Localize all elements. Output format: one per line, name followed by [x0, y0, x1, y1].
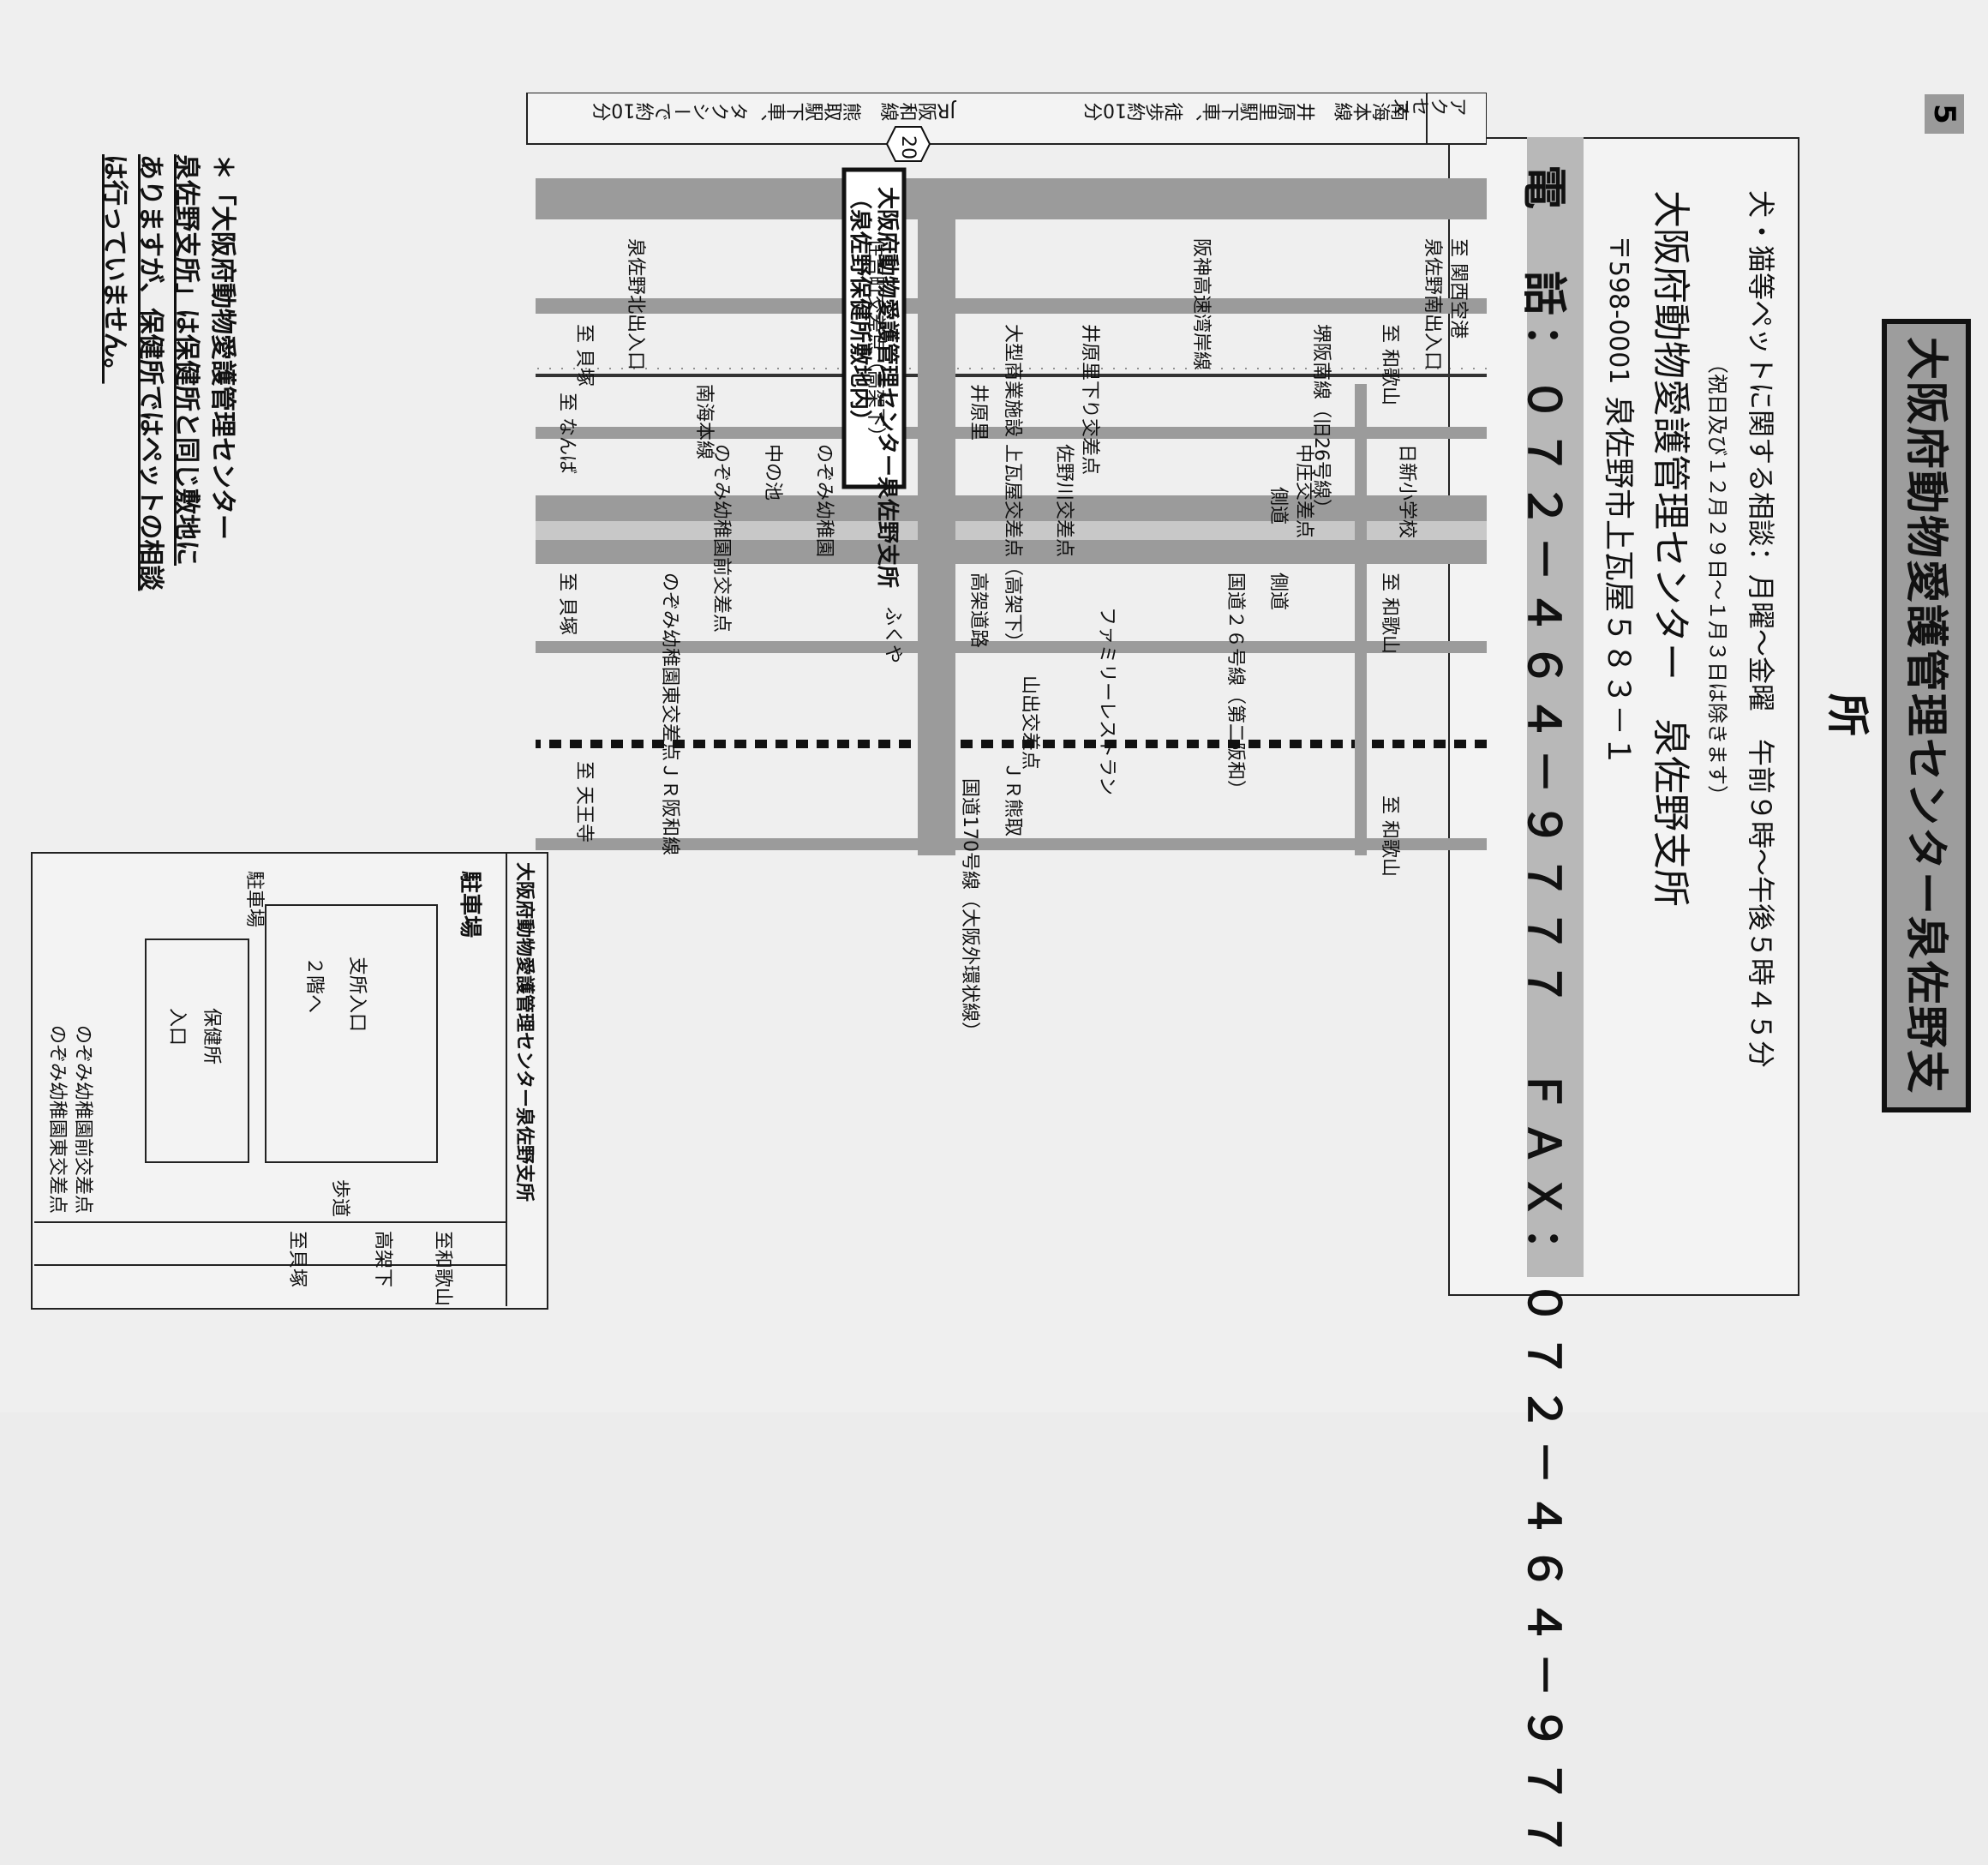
label-nankai: 南海本線 [693, 384, 715, 459]
label-yamade: 山出交差点 [1019, 675, 1040, 770]
detail-map: 大阪府動物愛護管理センター泉佐野支所 駐車場 駐車場 支所入口 ２階へ 保健所 … [31, 852, 548, 1310]
label-nakanoike: 中の池 [762, 444, 783, 501]
hokenjo-label: 保健所 [201, 1008, 222, 1064]
page: 5 大阪府動物愛護管理センター泉佐野支所 犬・猫等ペットに関する相談：月曜～金曜… [31, 93, 1971, 1865]
access-box [526, 93, 1487, 145]
access-map: アクセス 南海本線 井原里駅下車、徒歩約10分 JR阪和線 熊取駅下車、タクシー… [526, 93, 1487, 1040]
label-izumisano-kita: 泉佐野北出入口 [625, 238, 646, 370]
label-sakai-hannan: 堺阪南線（旧26号線） [1310, 324, 1332, 518]
label-hineshin: 日新小学校 [1396, 444, 1417, 538]
label-hanshin: 阪神高速湾岸線 [1190, 238, 1212, 370]
floor2-label: ２階へ [303, 956, 325, 1013]
center-location-box [841, 167, 907, 489]
label-nozomi-kinder: のぞみ幼稚園 [813, 444, 835, 557]
note-line-2: 泉佐野支所」は保健所と同じ敷地に [168, 154, 204, 1268]
label-to-wakayama-2: 至 和歌山 [1379, 795, 1400, 877]
label-sumiyoshi: 住吉町交差点（高架下） [865, 238, 886, 446]
label-to-kaizuka-1: 至 貝塚 [573, 324, 595, 387]
note-line-4: は行っていません。 [96, 154, 132, 1268]
label-to-wakayama-1: 至 和歌山 [1379, 324, 1400, 405]
label-jr-kumatori: ＪＲ熊取 [1002, 761, 1023, 837]
detail-title: 大阪府動物愛護管理センター泉佐野支所 [513, 862, 535, 1202]
access-label: アクセス [1392, 94, 1468, 116]
access-item-1: 南海本線 井原里駅下車、徒歩約10分 [1084, 99, 1410, 122]
detail-nozomi-higashi: のぞみ幼稚園東交差点 [46, 1025, 68, 1214]
route-20-marker [885, 126, 931, 162]
note-block: ＊「大阪府動物愛護管理センター 泉佐野支所」は保健所と同じ敷地に ありますが、保… [96, 154, 240, 1268]
access-label-frame [1426, 93, 1487, 145]
label-ihara-sato: 井原里 [967, 384, 989, 441]
note-line-4-text: は行っていません。 [99, 154, 129, 384]
label-sokudo-2: 側道 [1267, 573, 1289, 610]
branch-building [265, 904, 438, 1163]
label-to-kaizuka-2: 至 貝塚 [556, 573, 578, 635]
postal-code: 〒598-0001 [1603, 235, 1633, 385]
label-izumisano-minami: 泉佐野南出入口 [1422, 238, 1443, 370]
detail-nozomi-mae: のぞみ幼稚園前交差点 [72, 1025, 93, 1214]
label-jr-hanwa: ＪＲ阪和線 [659, 761, 680, 855]
note-line-3: ありますが、保健所ではペットの相談 [132, 154, 168, 1268]
address: 泉佐野市上瓦屋５８３－１ [1601, 396, 1636, 767]
label-kamikawaraya: 上瓦屋交差点（高架下） [1002, 444, 1023, 651]
hours-note: （祝日及び１２月２９日～１月３日は除きます） [1705, 353, 1729, 806]
label-route-170: 国道170号線（大阪外環状線） [959, 778, 980, 1040]
label-nakasho: 中庄交差点 [1293, 444, 1314, 538]
center-box-name: 大阪府動物愛護管理センター泉佐野支所 [874, 187, 901, 588]
label-to-wakayama-3: 至 和歌山 [1379, 573, 1400, 654]
label-shop: ふくや [882, 607, 903, 663]
hokenjo-entrance-label: 入口 [166, 1008, 188, 1046]
phone-fax: 電 話：０７２－４６４－９７７７ ＦＡＸ：０７２－４６４－９７７ [1518, 165, 1569, 1865]
parking-label: 駐車場 [457, 871, 482, 938]
page-title: 大阪府動物愛護管理センター泉佐野支所 [1823, 319, 1971, 1112]
consultation-hours: 犬・猫等ペットに関する相談：月曜～金曜 午前９時～午後５時４５分 [1745, 190, 1777, 1069]
elevated-road [536, 521, 1487, 540]
label-ihara-shita: 井原里下り交差点 [1079, 324, 1100, 475]
kokashita-label: 高架下 [372, 1231, 393, 1287]
label-to-tennoji: 至 天王寺 [573, 761, 595, 843]
sidewalk-label: 歩道 [329, 1179, 350, 1217]
label-family-restaurant: ファミリーレストラン [1096, 607, 1117, 795]
route-170-road [918, 178, 955, 855]
hokenjo-building [145, 938, 249, 1163]
to-kaizuka-label: 至貝塚 [286, 1231, 308, 1287]
sakai-hannan-road [536, 298, 1487, 314]
note-line-3-text: ありますが、保健所ではペットの相談 [135, 154, 165, 591]
label-to-namba: 至 なんば [556, 393, 578, 474]
local-road-2 [536, 641, 1487, 653]
label-daimarugo: 大型商業施設 [1002, 324, 1023, 437]
to-wakayama-label: 至和歌山 [432, 1231, 453, 1306]
label-nozomi-mae: のぞみ幼稚園前交差点 [710, 444, 732, 633]
local-road-3 [536, 838, 1487, 850]
label-koka: 高架道路 [967, 573, 989, 648]
label-sokudo-1: 側道 [1267, 487, 1289, 525]
detail-map-drawing: 駐車場 駐車場 支所入口 ２階へ 保健所 入口 歩道 高架下 至貝塚 至和歌山 … [34, 871, 506, 1306]
parking-label-2: 駐車場 [243, 871, 265, 927]
label-kanku: 至 関西空港 [1447, 238, 1469, 339]
local-road-1 [536, 427, 1487, 439]
center-box-note: （泉佐野保健所敷地内） [847, 187, 873, 432]
center-name: 大阪府動物愛護管理センター 泉佐野支所 [1649, 190, 1692, 907]
access-item-2: JR阪和線 熊取駅下車、タクシーで約10分 [592, 99, 957, 122]
page-number: 5 [1925, 94, 1964, 134]
cross-road-1 [1355, 384, 1367, 855]
note-line-1: ＊「大阪府動物愛護管理センター [207, 154, 237, 540]
label-nozomi-higashi: のぞみ幼稚園東交差点 [659, 573, 680, 761]
branch-entrance-label: 支所入口 [346, 956, 368, 1032]
contact-info-box: 犬・猫等ペットに関する相談：月曜～金曜 午前９時～午後５時４５分 （祝日及び１２… [1448, 137, 1799, 1865]
note-line-2-text: 泉佐野支所」は保健所と同じ敷地に [171, 154, 201, 566]
label-route-26: 国道２６号線（第二阪和） [1225, 573, 1246, 799]
route-20-label: 20 [897, 135, 919, 159]
label-sanogawa: 佐野川交差点 [1053, 444, 1075, 557]
hanshin-expressway-road [536, 178, 1487, 219]
rotated-content: 5 大阪府動物愛護管理センター泉佐野支所 犬・猫等ペットに関する相談：月曜～金曜… [31, 93, 1971, 1865]
